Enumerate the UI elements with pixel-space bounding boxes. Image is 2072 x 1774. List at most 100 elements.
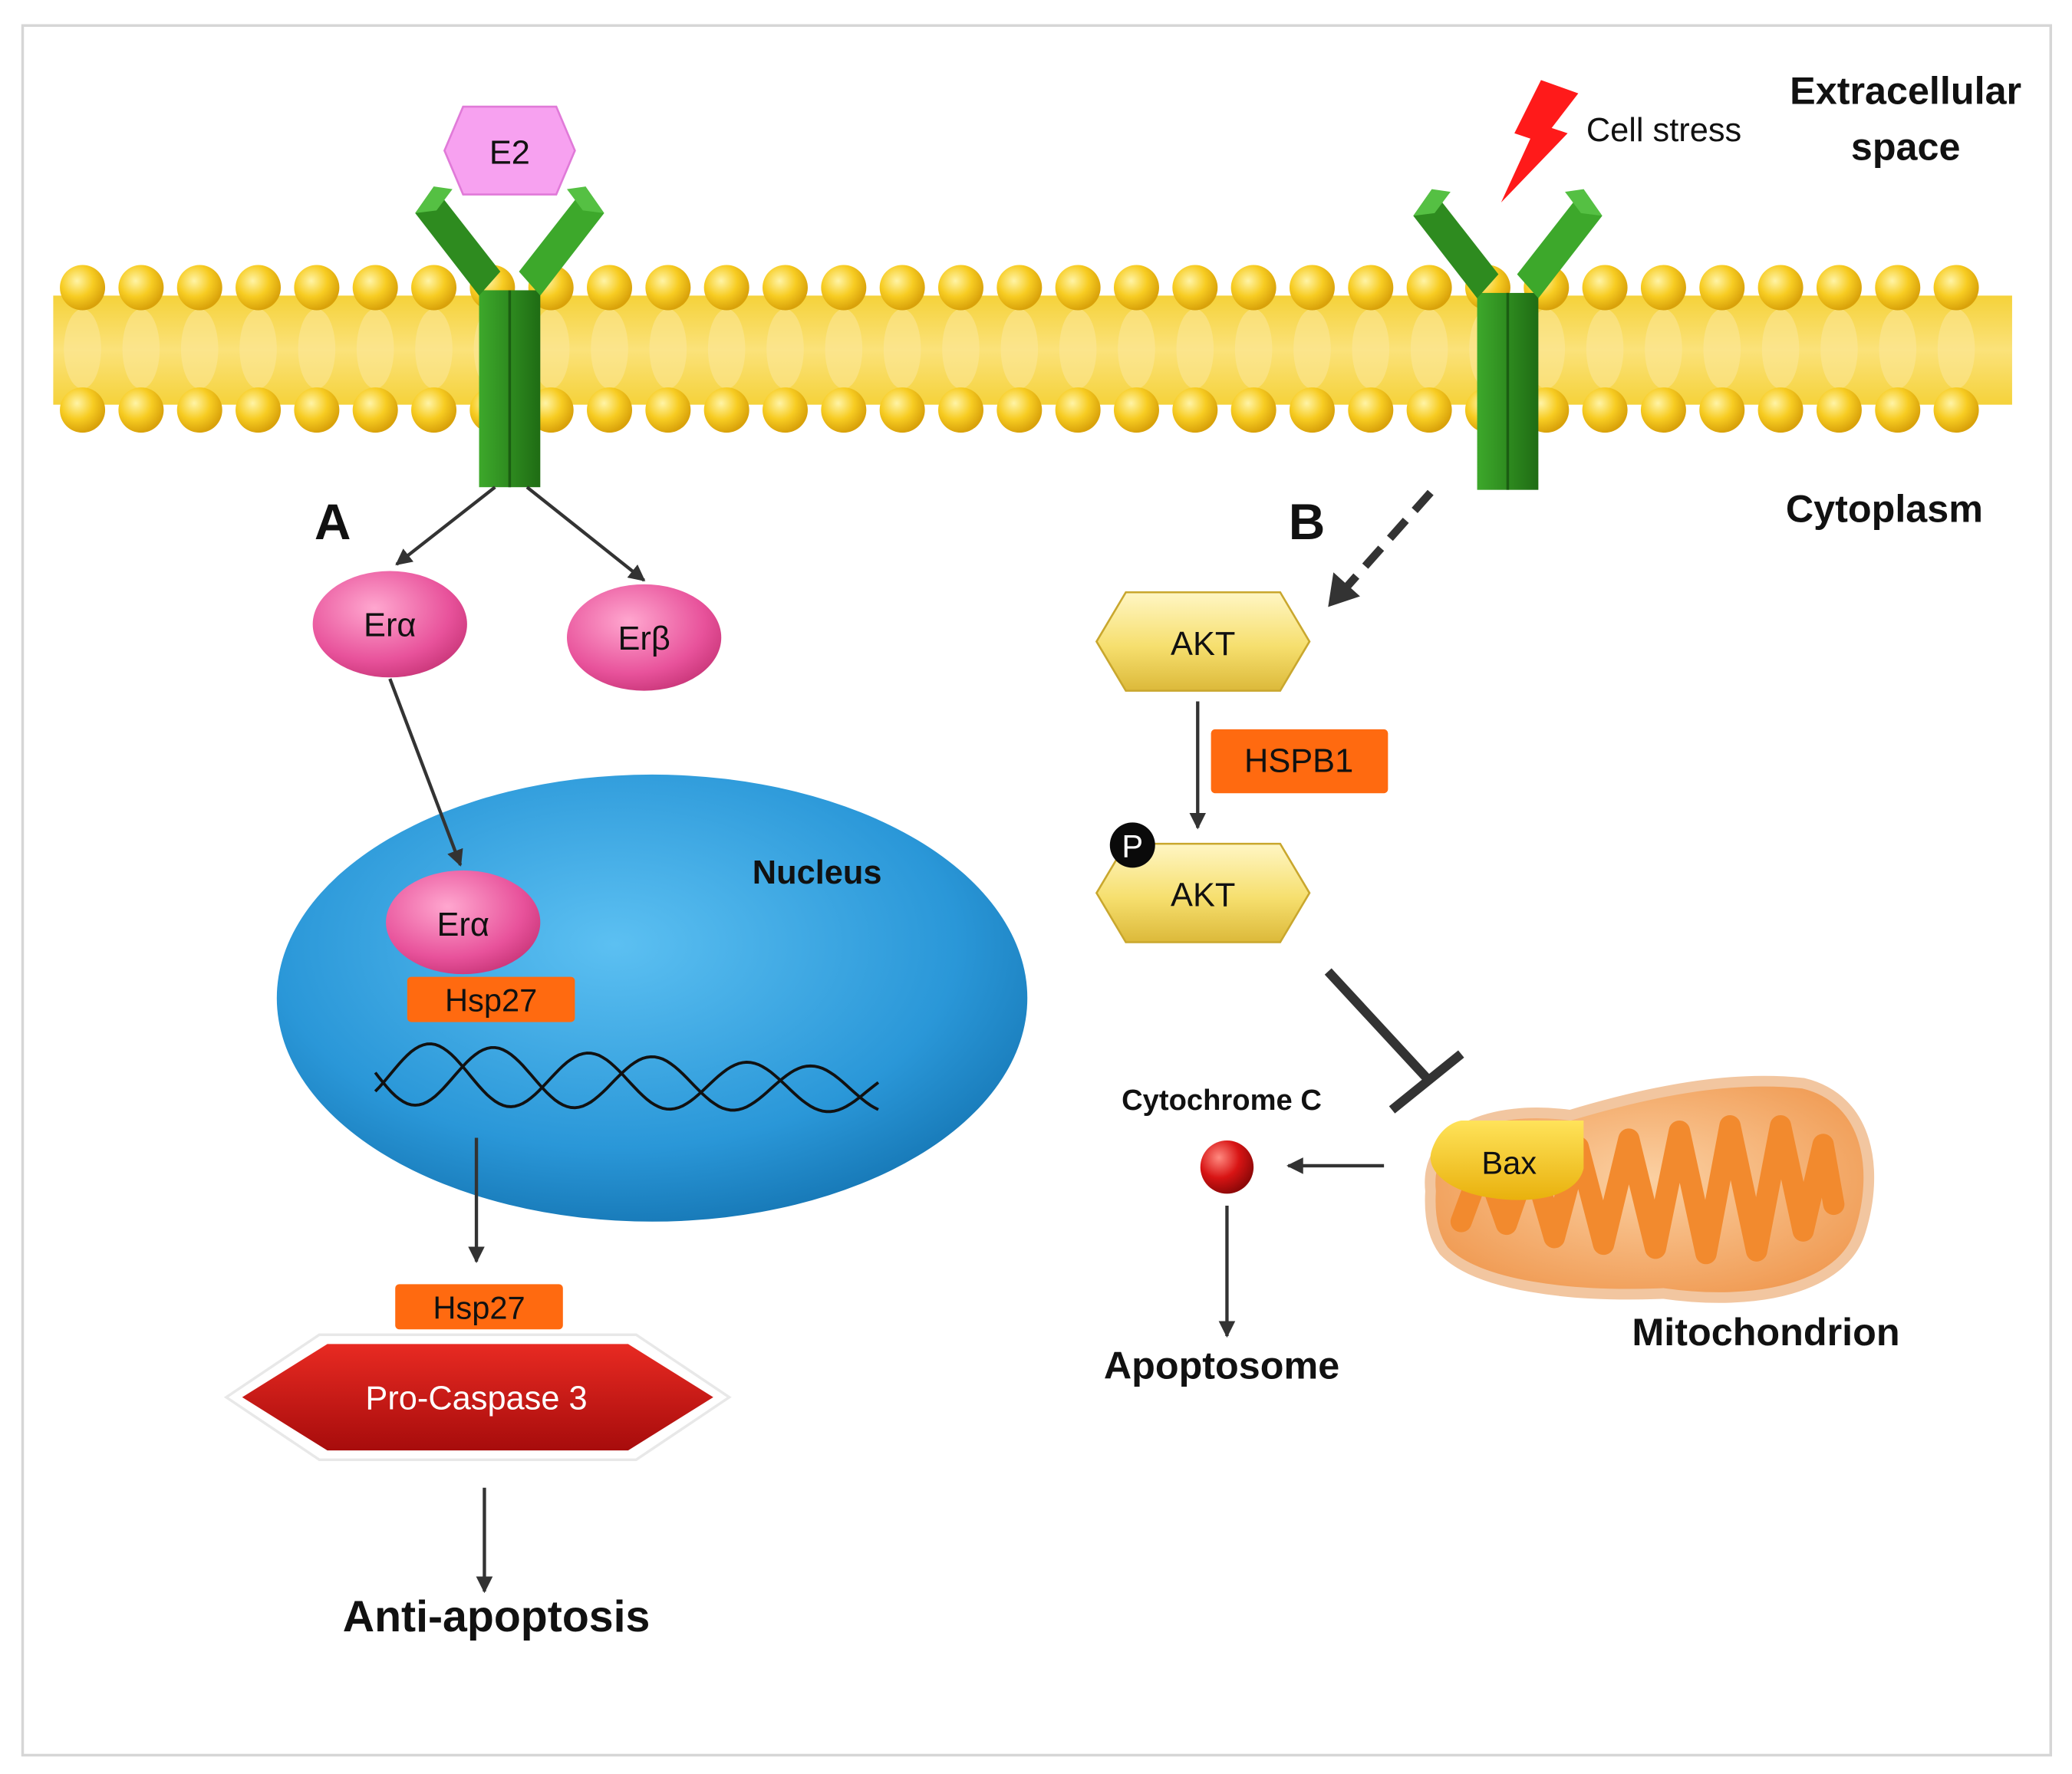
phosphate-label: P xyxy=(1122,828,1143,864)
panel-b-label: B xyxy=(1289,493,1326,550)
arrow-era-to-nucleus xyxy=(388,678,463,867)
lipid-head-inner xyxy=(294,387,340,433)
lipid-head-outer xyxy=(1230,265,1276,311)
lipid-head-inner xyxy=(236,387,282,433)
lipid-head-inner xyxy=(1055,387,1101,433)
e2-label: E2 xyxy=(489,135,530,172)
lipid-tail xyxy=(1820,308,1858,389)
lipid-tail xyxy=(532,308,570,389)
lipid-head-outer xyxy=(703,265,749,311)
lipid-tail xyxy=(1000,308,1039,389)
lipid-head-outer xyxy=(763,265,808,311)
lipid-head-inner xyxy=(1757,387,1804,433)
lipid-head-inner xyxy=(937,387,983,433)
lipid-head-outer xyxy=(1055,265,1101,311)
lipid-head-inner xyxy=(118,387,164,433)
era-nucleus: Erα xyxy=(386,870,541,975)
lipid-head-outer xyxy=(1757,265,1804,311)
lipid-tail xyxy=(1352,308,1390,389)
receptor-a xyxy=(415,186,604,488)
lipid-head-inner xyxy=(1875,387,1921,433)
lipid-head-inner xyxy=(703,387,749,433)
cytochrome-c-label: Cytochrome C xyxy=(1122,1084,1322,1117)
lipid-head-inner xyxy=(763,387,808,433)
lipid-head-inner xyxy=(176,387,222,433)
lipid-head-inner xyxy=(645,387,691,433)
arrow-receptor-to-era xyxy=(395,485,496,566)
lipid-tail xyxy=(825,308,863,389)
lipid-tail xyxy=(64,308,101,389)
lipid-tail xyxy=(1586,308,1624,389)
space-label: space xyxy=(1851,124,1961,168)
lipid-head-inner xyxy=(1406,387,1452,433)
lipid-head-inner xyxy=(1640,387,1686,433)
akt-label: AKT xyxy=(1171,626,1235,663)
lipid-head-outer xyxy=(996,265,1043,311)
lipid-head-inner xyxy=(587,387,633,433)
lipid-head-inner xyxy=(1172,387,1218,433)
lipid-head-inner xyxy=(60,387,106,433)
lipid-tail xyxy=(1234,308,1273,389)
hsp27-cytoplasm-label: Hsp27 xyxy=(433,1289,525,1325)
lipid-tail xyxy=(415,308,453,389)
lipid-tail xyxy=(1761,308,1800,389)
anti-apoptosis-label: Anti-apoptosis xyxy=(343,1592,651,1641)
dna-strand xyxy=(374,1042,880,1114)
hsp27-cytoplasm: Hsp27 xyxy=(395,1284,563,1330)
erb-cytoplasm: Erβ xyxy=(567,584,722,691)
lipid-head-outer xyxy=(411,265,457,311)
cell-stress-label: Cell stress xyxy=(1586,112,1741,149)
lipid-tail xyxy=(766,308,804,389)
lipid-tail xyxy=(1176,308,1214,389)
lipid-head-inner xyxy=(1582,387,1628,433)
lipid-head-outer xyxy=(1699,265,1745,311)
lipid-head-inner xyxy=(352,387,398,433)
lipid-head-outer xyxy=(352,265,398,311)
lipid-head-inner xyxy=(1230,387,1276,433)
lipid-head-outer xyxy=(236,265,282,311)
pro-caspase-label: Pro-Caspase 3 xyxy=(365,1380,587,1417)
era-cytoplasm: Erα xyxy=(312,571,467,678)
lipid-head-inner xyxy=(996,387,1043,433)
lipid-head-outer xyxy=(294,265,340,311)
lipid-head-outer xyxy=(1933,265,1979,311)
era-nucleus-label: Erα xyxy=(436,907,489,943)
hsp27-nucleus-label: Hsp27 xyxy=(445,982,537,1019)
nucleus-label: Nucleus xyxy=(753,854,882,891)
lipid-tail xyxy=(122,308,160,389)
lipid-head-outer xyxy=(1406,265,1452,311)
figure-border xyxy=(21,24,2052,1757)
apoptosome-label: Apoptosome xyxy=(1104,1343,1339,1387)
lipid-head-outer xyxy=(645,265,691,311)
era-cytoplasm-label: Erα xyxy=(364,607,416,644)
mitochondrion-label: Mitochondrion xyxy=(1632,1310,1899,1354)
lipid-tail xyxy=(239,308,277,389)
lipid-head-outer xyxy=(118,265,164,311)
lipid-head-inner xyxy=(1933,387,1979,433)
bax: Bax xyxy=(1430,1120,1584,1200)
e2-ligand: E2 xyxy=(443,105,576,196)
panel-a-label: A xyxy=(315,493,351,550)
dashed-arrow-receptor-to-akt xyxy=(1332,489,1434,602)
lipid-tail xyxy=(1059,308,1097,389)
lipid-head-inner xyxy=(1816,387,1862,433)
cytochrome-c-molecule xyxy=(1200,1140,1254,1194)
lipid-head-inner xyxy=(821,387,867,433)
lipid-head-outer xyxy=(1640,265,1686,311)
lipid-head-outer xyxy=(1113,265,1159,311)
dna-helix xyxy=(374,1042,880,1114)
lipid-tail xyxy=(649,308,687,389)
lipid-head-outer xyxy=(1289,265,1335,311)
akt-phospho-label: AKT xyxy=(1171,877,1235,914)
lipid-head-inner xyxy=(879,387,925,433)
cell-membrane xyxy=(53,265,2012,433)
lipid-tail xyxy=(298,308,336,389)
lipid-head-inner xyxy=(1348,387,1394,433)
lipid-tail xyxy=(1118,308,1155,389)
lipid-head-outer xyxy=(60,265,106,311)
hsp27-nucleus: Hsp27 xyxy=(407,976,575,1022)
lipid-head-outer xyxy=(1875,265,1921,311)
erb-label: Erβ xyxy=(618,620,670,657)
